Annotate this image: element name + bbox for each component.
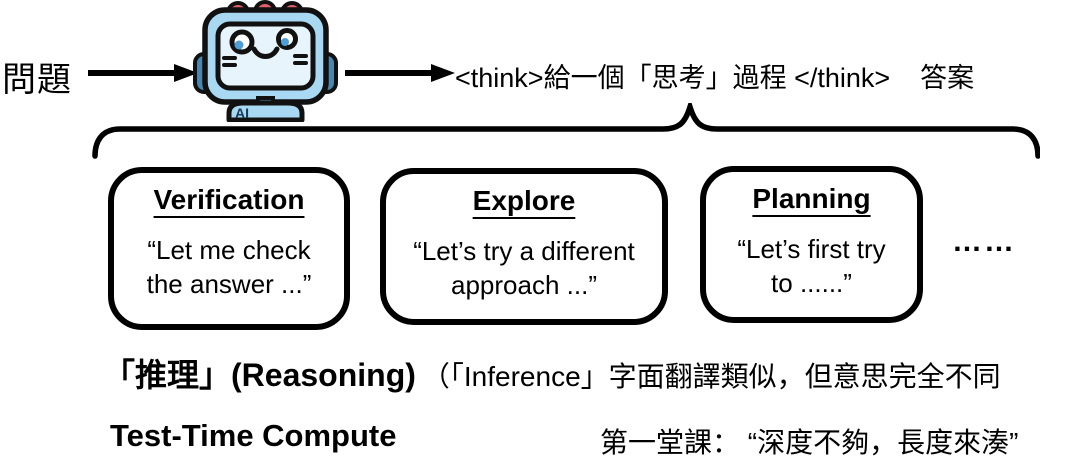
planning-quote: “Let’s first try to ......”: [706, 232, 917, 300]
quote-line: the answer ...”: [146, 269, 312, 299]
reasoning-term: 「推理」(Reasoning): [103, 357, 416, 393]
verification-quote: “Let me check the answer ...”: [114, 233, 344, 301]
verification-title: Verification: [153, 184, 305, 215]
quote-line: “Let’s try a different: [413, 236, 635, 266]
lesson-note: 第一堂課： “深度不夠，長度來湊”: [600, 427, 1019, 458]
quote-line: “Let me check: [147, 235, 311, 265]
ai-robot-icon: AI: [193, 0, 338, 122]
test-time-compute-title: Test-Time Compute: [110, 418, 397, 453]
quote-line: “Let’s first try: [737, 234, 886, 264]
quote-line: to ......”: [771, 268, 852, 298]
planning-box: Planning “Let’s first try to ......”: [700, 166, 923, 323]
verification-box: Verification “Let me check the answer ..…: [108, 167, 350, 330]
reasoning-note: （「Inference」字面翻譯類似，但意思完全不同: [421, 361, 1001, 392]
right-arrow-icon: [345, 64, 455, 82]
right-arrow-icon: [88, 64, 198, 82]
explore-title: Explore: [472, 185, 576, 216]
reasoning-line: 「推理」(Reasoning)（「Inference」字面翻譯類似，但意思完全不…: [103, 350, 1001, 396]
curly-brace-icon: [92, 103, 1040, 159]
svg-text:AI: AI: [235, 105, 249, 121]
planning-title: Planning: [752, 183, 871, 214]
answer-label: 答案: [920, 63, 975, 93]
question-label: 問題: [2, 61, 72, 99]
quote-line: approach ...”: [451, 270, 597, 300]
think-output-line: <think>給一個「思考」過程 </think> 答案: [455, 56, 974, 95]
explore-box: Explore “Let’s try a different approach …: [380, 168, 668, 325]
explore-quote: “Let’s try a different approach ...”: [386, 234, 662, 302]
more-strategies-ellipsis: ……: [952, 225, 1016, 258]
think-output-text: <think>給一個「思考」過程 </think>: [455, 63, 891, 93]
